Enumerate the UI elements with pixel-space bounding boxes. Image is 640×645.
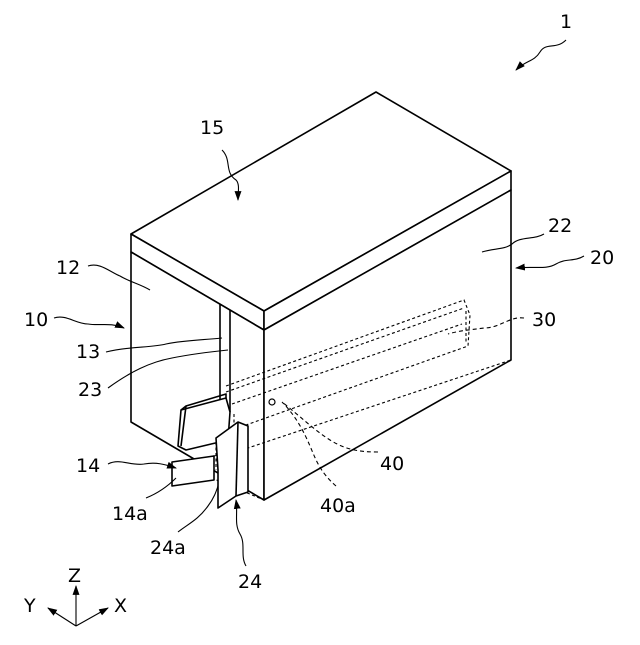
label-14a: 14a: [112, 503, 148, 525]
tab-24-flap: [216, 422, 248, 508]
label-40a: 40a: [320, 495, 356, 517]
label-13: 13: [76, 341, 100, 363]
tab-24: [216, 422, 248, 508]
label-23: 23: [78, 379, 102, 401]
label-14: 14: [76, 455, 100, 477]
label-30: 30: [532, 309, 556, 331]
axis-x-label: X: [114, 595, 127, 617]
label-20: 20: [590, 247, 614, 269]
label-1: 1: [560, 11, 572, 33]
label-12: 12: [56, 257, 80, 279]
label-24a: 24a: [150, 537, 186, 559]
axis-z-label: Z: [68, 565, 81, 587]
label-10: 10: [24, 309, 48, 331]
axis-indicator: Z Y X: [23, 565, 127, 626]
label-40: 40: [380, 453, 404, 475]
tab-14a-edge: [172, 456, 214, 486]
label-15: 15: [200, 117, 224, 139]
label-22: 22: [548, 215, 572, 237]
label-24: 24: [238, 571, 262, 593]
axis-y-label: Y: [23, 595, 36, 617]
